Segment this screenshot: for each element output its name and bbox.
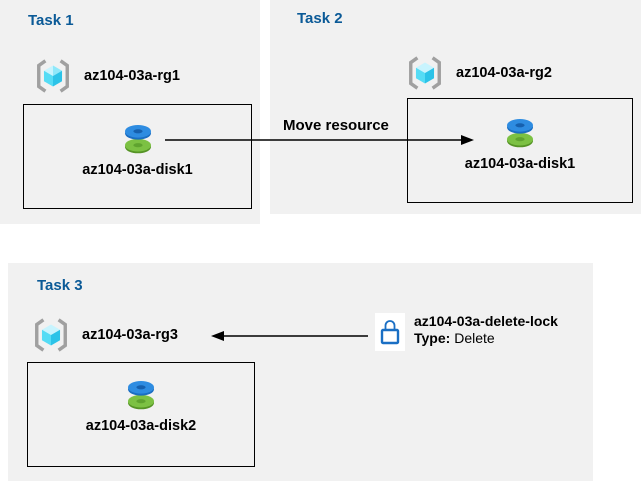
task2-resource-group-row: az104-03a-rg2 — [406, 53, 552, 93]
move-resource-label: Move resource — [283, 117, 389, 134]
lock-tile — [375, 313, 405, 351]
resource-group-icon — [37, 59, 69, 93]
task3-resource-group-label: az104-03a-rg3 — [82, 327, 178, 343]
task1-resource-group-label: az104-03a-rg1 — [84, 68, 180, 84]
task2-resource-box: az104-03a-disk1 — [407, 98, 633, 203]
lock-type-line: Type: Delete — [414, 330, 558, 347]
task2-panel — [270, 0, 641, 214]
disk-icon — [507, 119, 533, 148]
lock-type-value: Delete — [454, 330, 495, 346]
disk-icon — [128, 381, 154, 410]
lock-type-label: Type: — [414, 330, 451, 346]
disk-icon — [124, 125, 151, 154]
resource-group-icon — [35, 318, 67, 352]
task3-title: Task 3 — [37, 277, 83, 294]
task3-disk-label: az104-03a-disk2 — [85, 418, 197, 434]
lock-icon — [380, 320, 400, 345]
task1-disk-label: az104-03a-disk1 — [82, 162, 193, 178]
lock-annotation: az104-03a-delete-lock Type: Delete — [414, 313, 558, 347]
lock-name: az104-03a-delete-lock — [414, 313, 558, 329]
task3-panel — [8, 263, 593, 481]
resource-group-icon — [409, 56, 441, 90]
task3-resource-box: az104-03a-disk2 — [27, 362, 255, 467]
task2-disk-label: az104-03a-disk1 — [464, 156, 576, 172]
task2-resource-group-label: az104-03a-rg2 — [456, 65, 552, 81]
task1-title: Task 1 — [28, 12, 74, 29]
task3-resource-group-row: az104-03a-rg3 — [32, 315, 178, 355]
task1-resource-group-row: az104-03a-rg1 — [34, 56, 180, 96]
task2-title: Task 2 — [297, 10, 343, 27]
task1-resource-box: az104-03a-disk1 — [23, 104, 252, 209]
delete-lock-row: az104-03a-delete-lock Type: Delete — [375, 313, 558, 351]
task1-panel — [0, 0, 260, 224]
